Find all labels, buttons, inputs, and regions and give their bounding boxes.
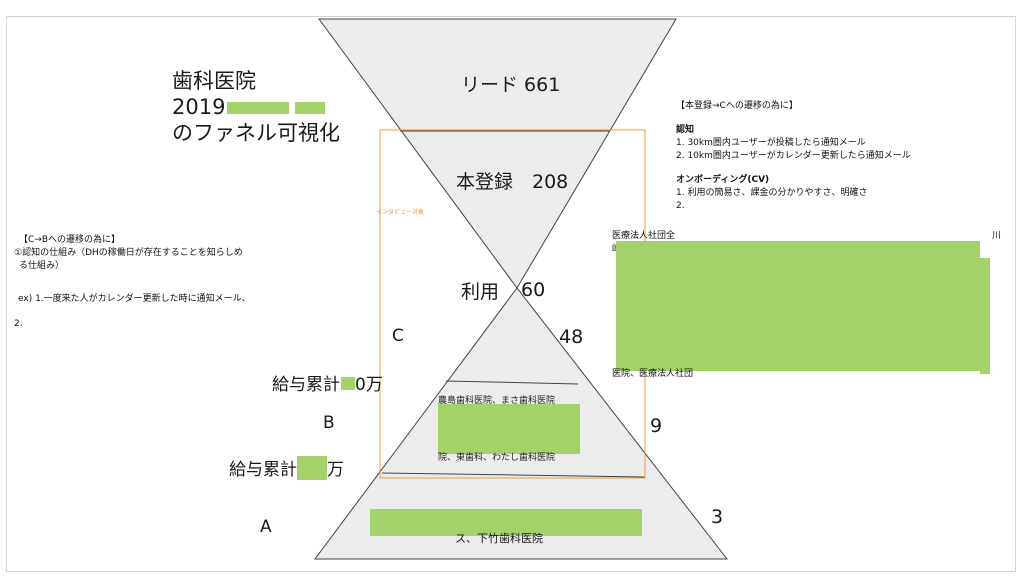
title-line-1: 歯科医院	[172, 69, 256, 93]
salary-b-prefix: 給与累計	[229, 460, 297, 480]
title-line-3: のファネル可視化	[172, 121, 340, 145]
right-note-onboarding-2: 2.	[676, 201, 685, 211]
stage-register[interactable]: 本登録 208	[456, 171, 569, 193]
right-note-ninchi-title: 認知	[676, 125, 695, 135]
stage-a-count: 3	[711, 506, 724, 528]
left-note-line-2: る仕組み）	[19, 261, 65, 271]
b-clinic-line-3: 院、東歯科、わたし歯科医院	[438, 453, 556, 463]
level-c-label: C	[392, 326, 404, 346]
title-year: 2019	[172, 95, 226, 119]
level-b-label: B	[323, 413, 335, 433]
right-note-ninchi: 認知	[676, 124, 911, 137]
right-note-ninchi-2: 2. 10km圏内ユーザーがカレンダー更新したら通知メール	[676, 151, 911, 161]
clinic-list-second-line: 崎ホワ	[612, 243, 616, 256]
left-note: 【C→Bへの遷移の為に】 ①認知の仕組み（DHの稼働日が存在することを知らしめ …	[14, 234, 243, 273]
right-note-onboarding: オンボーディング(CV)	[676, 174, 911, 187]
right-note: 【本登録→Cへの遷移の為に】 認知 1. 30km圏内ユーザーが投稿したら通知メ…	[676, 100, 911, 213]
right-note-onboarding-1: 1. 利用の簡易さ、課金の分かりやすさ、明確さ	[676, 188, 868, 198]
stage-usage-label[interactable]: 利用	[461, 281, 500, 303]
c-divider	[445, 380, 579, 385]
redaction-block-b	[438, 404, 580, 454]
salary-b-label: 給与累計 万	[229, 455, 344, 480]
redaction-block-a	[370, 509, 642, 536]
clinic-list-last-line: 医院、医療法人社団	[612, 369, 694, 379]
right-note-heading: 【本登録→Cへの遷移の為に】	[676, 101, 798, 111]
salary-b-suffix: 万	[327, 460, 344, 480]
salary-c-label: 給与累計 0万	[272, 370, 383, 395]
left-note-heading: 【C→Bへの遷移の為に】	[19, 235, 121, 245]
a-clinic-line-2: ス、下竹歯科医院	[455, 532, 543, 545]
clinic-list-first-line: 医療法人社団全	[612, 231, 676, 241]
title-line-2: 2019	[172, 94, 340, 120]
stage-lead[interactable]: リード 661	[461, 74, 561, 96]
page-title: 歯科医院 2019 のファネル可視化	[172, 68, 340, 146]
left-note-example: ex) 1.一度来た人がカレンダー更新した時に通知メール、	[18, 294, 251, 304]
stage-usage-value[interactable]: 60	[521, 279, 546, 301]
salary-c-prefix: 給与累計	[272, 375, 340, 395]
redaction-block-right-edge	[980, 258, 990, 374]
salary-c-redaction	[341, 377, 355, 390]
redaction-block-clinics	[616, 241, 980, 371]
salary-c-suffix: 0万	[355, 375, 383, 395]
right-note-onboarding-title: オンボーディング(CV)	[676, 175, 770, 185]
top-funnel-triangle[interactable]	[318, 18, 677, 289]
level-a-label: A	[260, 517, 272, 537]
left-note-example-2: 2.	[14, 319, 23, 329]
right-note-ninchi-1: 1. 30km圏内ユーザーが投稿したら通知メール	[676, 138, 866, 148]
interview-target-label: インタビュー対象	[376, 209, 425, 216]
stage-c-count: 48	[559, 326, 584, 348]
b-clinic-line-1: 農島歯科医院、まさ歯科医院	[438, 396, 556, 406]
left-note-line-1: ①認知の仕組み（DHの稼働日が存在することを知らしめ	[14, 248, 243, 258]
salary-b-redaction	[297, 456, 327, 480]
stage-b-count: 9	[650, 415, 663, 437]
b-divider	[381, 472, 646, 478]
title-date-redaction	[227, 102, 290, 114]
clinic-list-end-line-1: 川	[992, 231, 1002, 241]
title-date-redaction-2	[295, 102, 326, 114]
